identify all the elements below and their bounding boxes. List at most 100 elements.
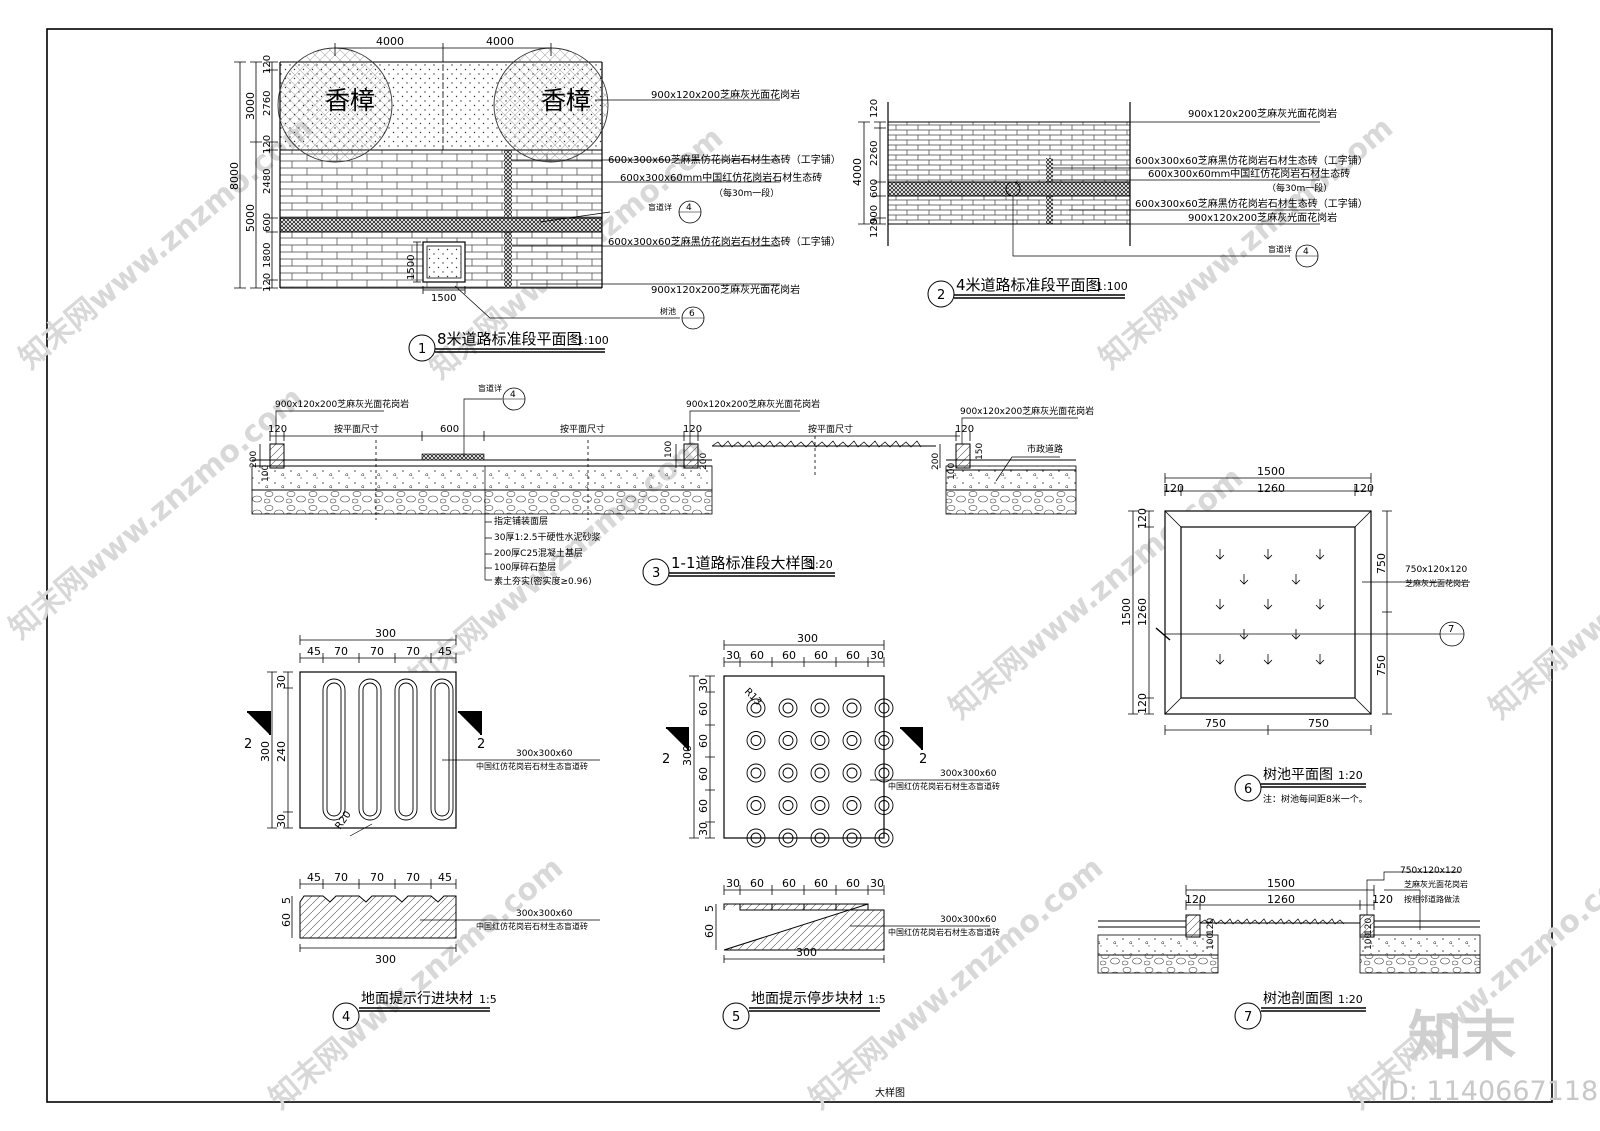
sheet-title: 大样图	[875, 1086, 905, 1099]
stud-circle	[778, 796, 798, 815]
material-label: 900x120x200芝麻灰光面花岗岩	[686, 398, 820, 410]
detail-title: 树池剖面图	[1263, 991, 1333, 1007]
material-label: 600x300x60芝麻黑仿花岗岩石材生态砖（工字铺）	[608, 235, 841, 248]
dim-text: 70	[334, 871, 348, 884]
material-label: 900x120x200芝麻灰光面花岗岩	[651, 283, 800, 296]
detail-number-bubble	[1234, 1002, 1262, 1030]
dim-text: 600	[869, 179, 880, 198]
dim-text: 200	[931, 453, 941, 470]
stud-circle	[846, 832, 858, 844]
stud-circle	[878, 767, 890, 779]
material-label: 600x300x60芝麻黑仿花岗岩石材生态砖（工字铺）	[608, 153, 841, 166]
stud-circle	[782, 767, 794, 779]
detail-number-bubble	[642, 558, 670, 586]
dim-text: 750	[1375, 553, 1388, 574]
detail-number: 3	[652, 566, 660, 581]
detail-scale: 1:20	[808, 558, 833, 571]
stud-circle	[842, 828, 862, 848]
ref-number: 6	[689, 309, 695, 319]
dim-text: 1260	[1267, 893, 1295, 906]
dim-text: 4000	[376, 35, 404, 48]
stud-circle	[746, 763, 766, 783]
stud-circle	[814, 800, 826, 811]
dim-text: 60	[846, 649, 860, 662]
grass-mark	[1315, 654, 1325, 665]
stud-circle	[750, 832, 762, 844]
material-label: 芝麻灰光面花岗岩	[1404, 879, 1468, 889]
dim-text: 5000	[244, 204, 257, 232]
dim-text: 30	[870, 649, 884, 662]
stud-circle	[842, 763, 862, 783]
stud-circle	[874, 796, 894, 815]
dim-text: 45	[438, 871, 452, 884]
detail-2-plan-4m: 120 2260 600 900 120 4000 900x120x200芝麻灰…	[851, 99, 1368, 308]
dim-text: 60	[846, 877, 860, 890]
dim-text: 60	[697, 702, 710, 716]
stud-circle	[782, 800, 794, 811]
stud-circle	[878, 832, 890, 844]
layer-label: 指定铺装面层	[494, 515, 548, 527]
grass-mark	[1215, 654, 1225, 665]
stud-circle	[746, 698, 766, 718]
dim-text: 200	[249, 451, 259, 468]
detail-scale: 1:100	[1096, 280, 1128, 293]
dim-text: 70	[334, 645, 348, 658]
dim-text: 8000	[228, 162, 241, 190]
stud-circle	[746, 796, 766, 815]
detail-3-section: 120 按平面尺寸 600 按平面尺寸 120 按平面尺寸 120 200 10…	[249, 383, 1094, 587]
dim-text: 600	[262, 213, 273, 232]
dim-text: 750	[1308, 717, 1329, 730]
material-label: （每30m一段）	[714, 187, 779, 199]
dim-text: 100	[261, 465, 271, 482]
material-label: 中国红仿花岗岩石材生态盲道砖	[476, 761, 588, 771]
layer-label: 100厚碎石垫层	[494, 561, 556, 573]
dim-text: 1500	[1120, 598, 1133, 626]
dim-text: 1500	[431, 293, 456, 304]
spec-label: 750x120x120	[1405, 565, 1467, 575]
dim-text: 750	[1375, 655, 1388, 676]
material-label: 600x300x60芝麻黑仿花岗岩石材生态砖（工字铺）	[1135, 197, 1368, 210]
stud-circle	[814, 702, 826, 714]
detail-number: 2	[937, 288, 945, 303]
guide-bars	[322, 678, 454, 821]
dim-text: 300	[259, 741, 272, 762]
detail-title: 4米道路标准段平面图	[956, 276, 1101, 294]
stop-studs	[746, 698, 894, 848]
dim-text: 120	[1364, 918, 1374, 935]
dim-text: 70	[406, 871, 420, 884]
stud-circle	[778, 828, 798, 848]
dim-text: 1500	[406, 255, 417, 280]
detail-number-bubble	[1234, 774, 1262, 802]
material-label: 900x120x200芝麻灰光面花岗岩	[275, 398, 409, 410]
dim-text: 30	[275, 675, 288, 689]
detail-4-guide-tile: 300 45 70 70 70 45 30 240 30 300 2 2 R20…	[244, 627, 600, 1030]
dim-text: 600	[440, 424, 459, 435]
ref-number: 4	[1303, 247, 1309, 257]
ref-label: 盲道详	[648, 202, 672, 212]
stud-circle	[750, 702, 762, 714]
detail-number-bubble	[332, 1002, 360, 1030]
dim-text: 45	[307, 871, 321, 884]
dim-text: 4000	[486, 35, 514, 48]
dim-text: 120	[955, 424, 974, 435]
stud-circle	[874, 828, 894, 848]
dim-text: 60	[697, 799, 710, 813]
detail-scale: 1:20	[1338, 769, 1363, 782]
dim-text: 1260	[1257, 482, 1285, 495]
dim-text: 300	[375, 953, 396, 966]
dim-text: 120	[1353, 482, 1374, 495]
dim-text: 120	[1185, 893, 1206, 906]
tree-label: 香樟	[325, 86, 375, 115]
dim-text: 300	[797, 632, 818, 645]
dim-text: 300	[375, 627, 396, 640]
detail-title: 树池平面图	[1263, 767, 1333, 783]
grass-mark	[1215, 549, 1225, 560]
dim-text: 200	[699, 453, 709, 470]
dim-text: 30	[275, 814, 288, 828]
road-label: 市政道路	[1027, 443, 1063, 455]
dim-text: 1500	[1267, 877, 1295, 890]
detail-scale: 1:100	[577, 334, 609, 347]
ref-number: 7	[1448, 624, 1454, 635]
stud-circle	[746, 731, 766, 750]
detail-1-plan-8m: 香樟 香樟 4000 4000 120 2760 120 2480 600 18…	[228, 35, 841, 362]
